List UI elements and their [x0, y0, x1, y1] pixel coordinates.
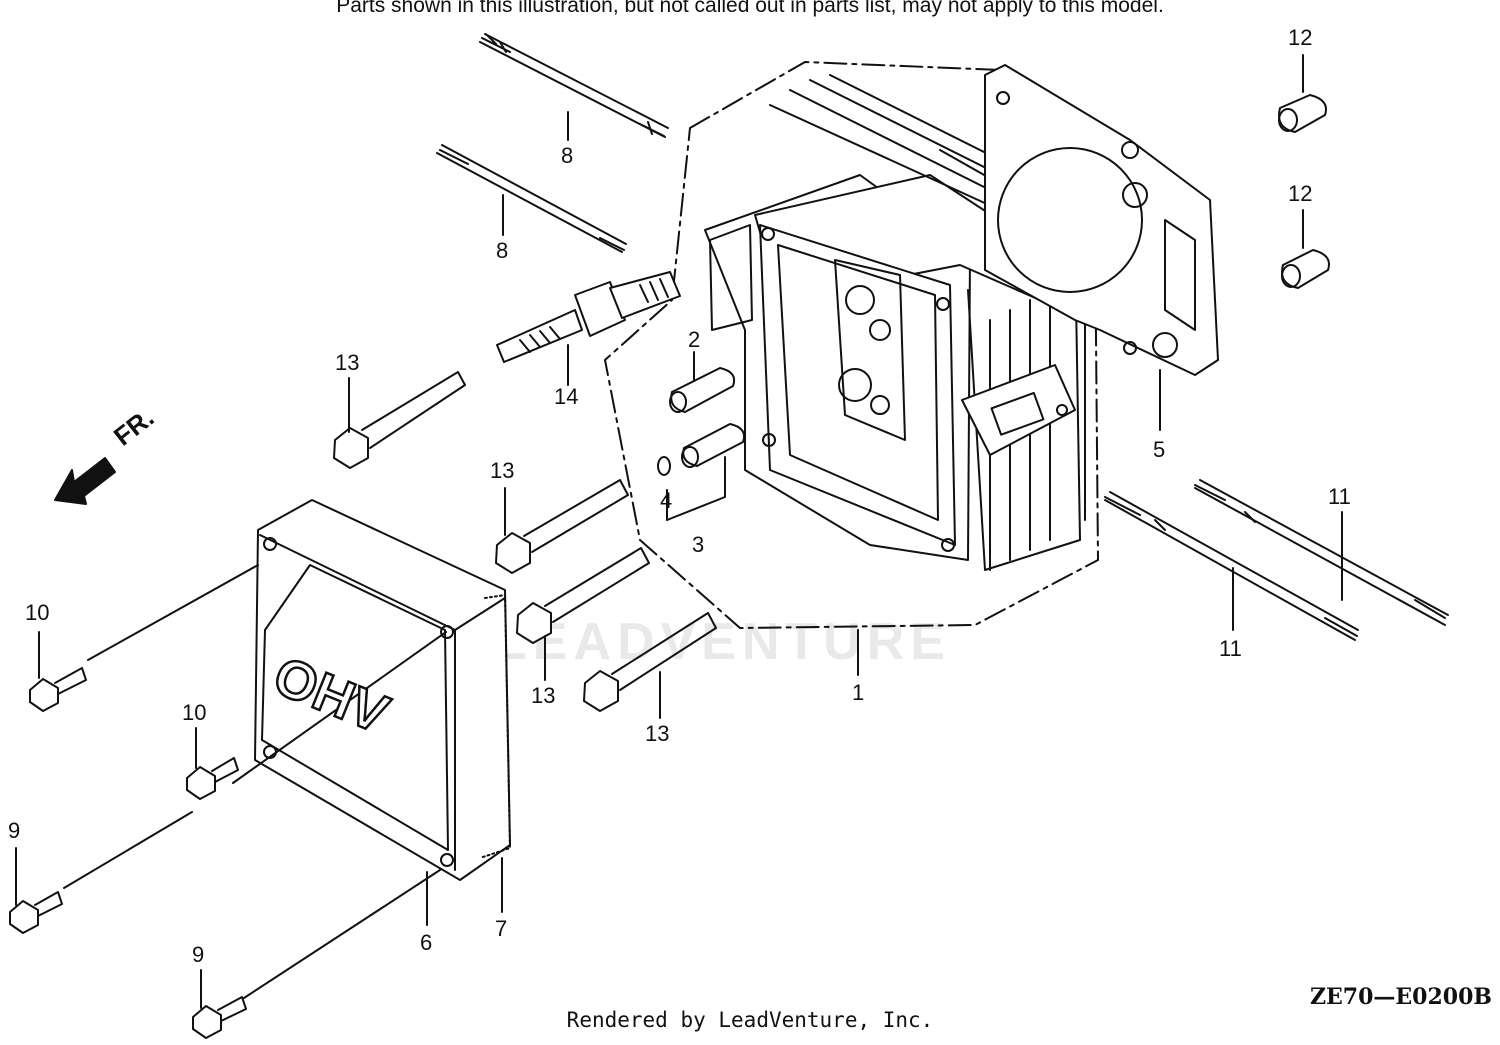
flange-bolt-13-c: [516, 547, 650, 644]
callout-7: 7: [495, 916, 507, 941]
callout-6: 6: [420, 930, 432, 955]
cylinder-head: [704, 74, 1086, 571]
flange-bolt-13-b: [495, 479, 629, 574]
callout-13-d: 13: [645, 721, 669, 746]
dowel-pin-2: [669, 367, 746, 468]
callout-9-left: 9: [8, 818, 20, 843]
assembly-outline: [604, 61, 1099, 629]
callout-12-upper: 12: [1288, 25, 1312, 50]
disclaimer-text: Parts shown in this illustration, but no…: [336, 0, 1164, 17]
callout-4: 4: [660, 488, 672, 513]
flange-bolt-9-b: [192, 996, 247, 1039]
flange-bolt-13-a: [333, 371, 466, 469]
flange-bolt-10-b: [186, 757, 239, 800]
callout-12-lower: 12: [1288, 181, 1312, 206]
stud-bolt-11-lower: [1104, 491, 1359, 641]
flange-bolt-10-a: [29, 667, 87, 712]
head-gasket: [984, 64, 1219, 376]
callout-3: 3: [692, 532, 704, 557]
callout-14: 14: [554, 384, 578, 409]
callout-10-center: 10: [182, 700, 206, 725]
callout-9-bottom: 9: [192, 942, 204, 967]
credit-text: Rendered by LeadVenture, Inc.: [566, 1008, 934, 1032]
dowel-pin-lower: [1281, 249, 1330, 289]
callout-11-upper: 11: [1328, 484, 1351, 509]
stud-bolt-upper: [479, 33, 669, 138]
watermark: LEADVENTURE: [495, 613, 952, 671]
callout-2: 2: [688, 327, 700, 352]
stud-bolt-11-upper: [1194, 479, 1449, 626]
callout-8-upper: 8: [561, 143, 573, 168]
callout-11-lower: 11: [1219, 636, 1242, 661]
callout-13-b: 13: [490, 458, 514, 483]
callout-8-lower: 8: [496, 238, 508, 263]
stud-bolt-lower: [436, 144, 627, 253]
cylinder-head-cover: [254, 499, 511, 881]
front-arrow-icon: [54, 457, 116, 505]
flange-bolt-9-a: [9, 891, 63, 934]
callout-13-a: 13: [335, 350, 359, 375]
o-ring-4: [657, 456, 671, 476]
callout-13-c: 13: [531, 683, 555, 708]
callouts: 1 2 3 4 5 6 7 8 8 9 9 10 10 11 11 12 12 …: [8, 25, 1351, 967]
flange-bolt-13-d: [583, 612, 717, 712]
callout-10-left: 10: [25, 600, 49, 625]
dowel-pin-upper: [1278, 94, 1327, 133]
diagram-code: ZE70—E0200B: [1309, 984, 1492, 1010]
leader-lines: [15, 54, 1343, 1009]
callout-5: 5: [1153, 437, 1165, 462]
spark-plug: [496, 271, 681, 363]
callout-1: 1: [852, 680, 864, 705]
